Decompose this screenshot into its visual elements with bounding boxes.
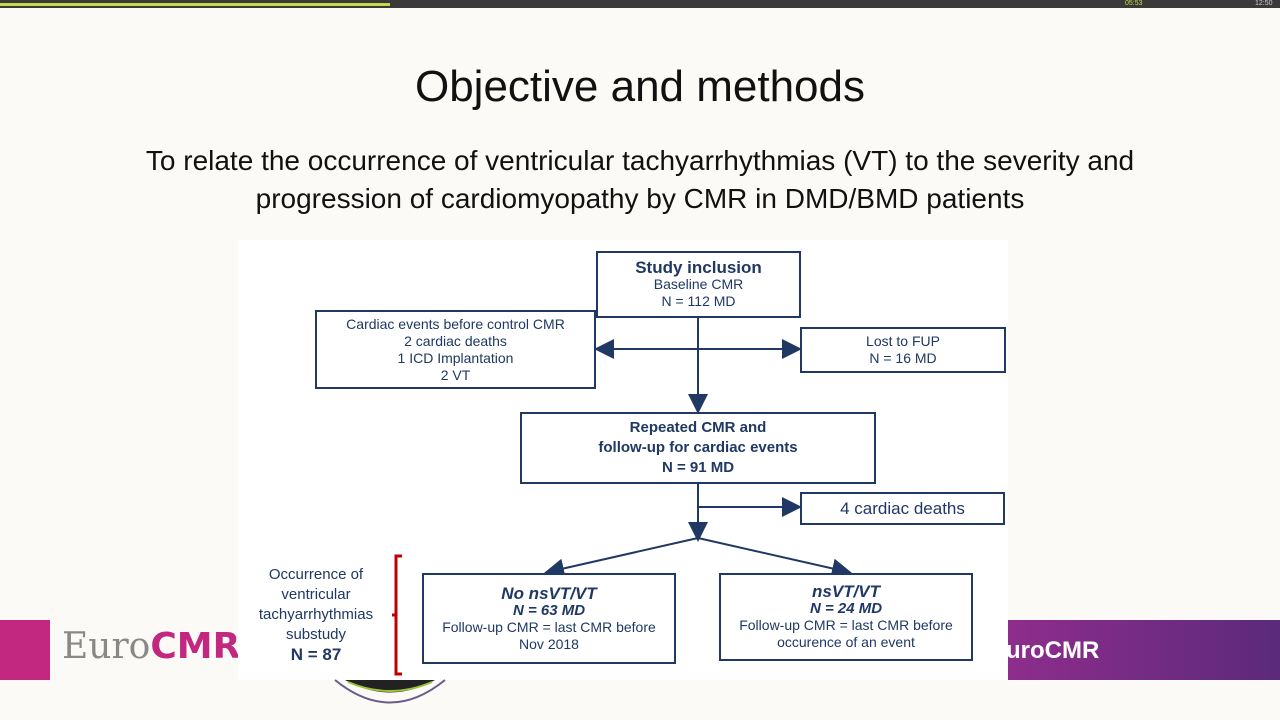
brand-band-left — [0, 620, 50, 680]
vt-box: nsVT/VT N = 24 MD Follow-up CMR = last C… — [719, 573, 973, 661]
eurocmr-logo-right: uroCMR — [1006, 637, 1100, 664]
subtitle-line: To relate the occurrence of ventricular … — [145, 145, 1135, 176]
study-inclusion-box: Study inclusion Baseline CMR N = 112 MD — [596, 251, 801, 318]
clock-time: 12:50 — [1255, 0, 1273, 7]
progress-fill — [0, 3, 391, 6]
cardiac-deaths-box: 4 cardiac deaths — [800, 492, 1005, 525]
logo-emblem — [334, 679, 446, 704]
brand-band-right — [1008, 620, 1280, 680]
no-vt-box: No nsVT/VT N = 63 MD Follow-up CMR = las… — [422, 573, 676, 664]
slide-subtitle: To relate the occurrence of ventricular … — [40, 142, 1240, 218]
slide-title: Objective and methods — [414, 62, 866, 111]
arrow-to-no-vt — [544, 537, 699, 579]
substudy-bracket — [392, 554, 402, 676]
subtitle-line: progression of cardiomyopathy by CMR in … — [255, 183, 1025, 214]
arrow-to-vt — [697, 537, 852, 579]
elapsed-time: 05:53 — [1125, 0, 1143, 7]
video-progress-bar[interactable] — [0, 0, 1280, 8]
